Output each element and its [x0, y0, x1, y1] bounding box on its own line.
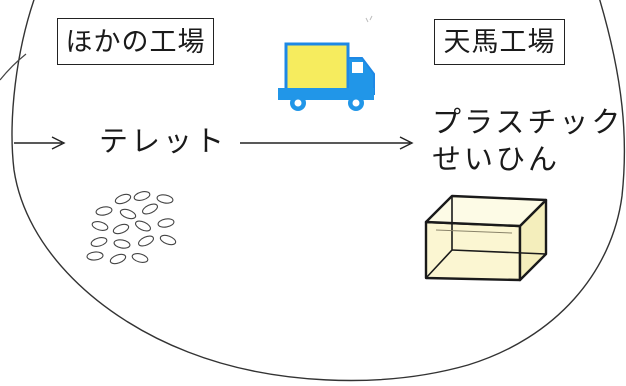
- tenma-factory-label: 天馬工場: [434, 19, 565, 65]
- product-label-line2: せいひん: [432, 142, 561, 176]
- outer-arc: [0, 53, 27, 81]
- sparkle-marks: [365, 15, 373, 23]
- arrow-to-tenma: [240, 136, 414, 150]
- plastic-container-icon: [424, 194, 548, 282]
- delivery-truck-icon: [278, 42, 375, 111]
- pellet-label: テレット: [99, 124, 228, 158]
- product-label-line1: プラスチック: [432, 105, 624, 139]
- other-factory-label: ほかの工場: [57, 18, 214, 65]
- arrow-into-pellet: [14, 136, 66, 150]
- boundary-circle: [11, 0, 626, 382]
- pellets-icon: [86, 191, 177, 265]
